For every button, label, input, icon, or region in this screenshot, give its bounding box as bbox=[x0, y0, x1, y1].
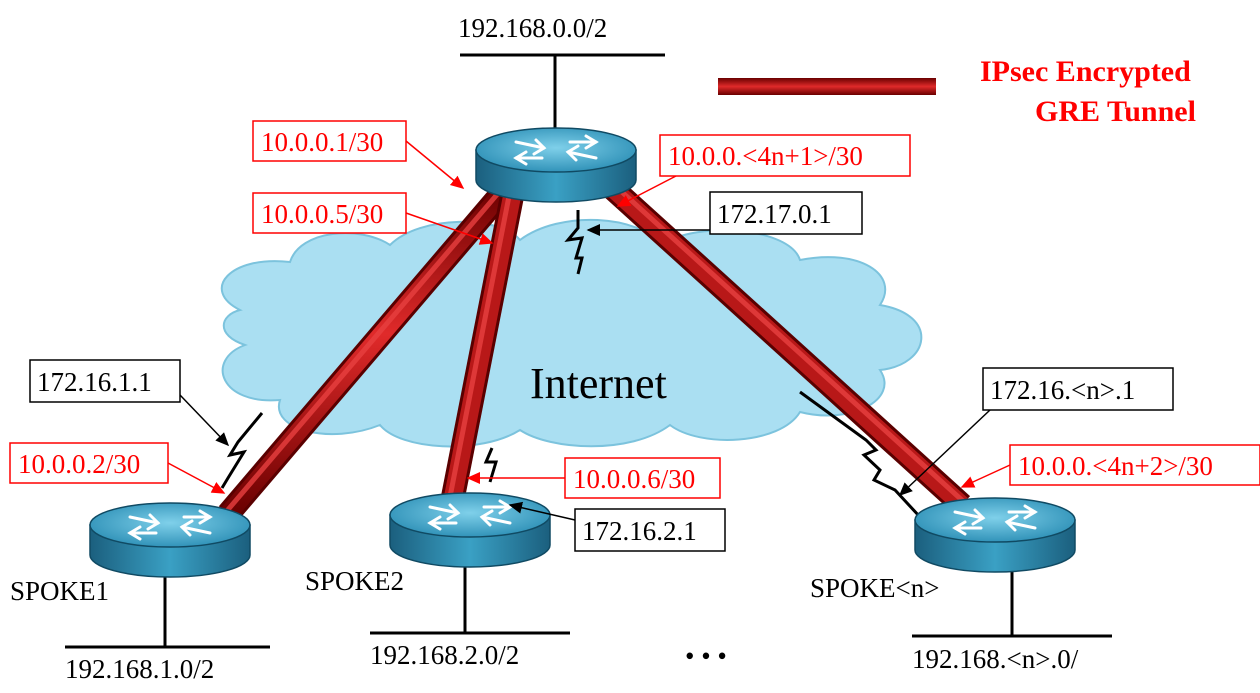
spoke1-lan-label: 192.168.1.0/2 bbox=[65, 654, 214, 684]
internet-label: Internet bbox=[530, 359, 667, 408]
hub-tunnel-ip-2: 10.0.0.5/30 bbox=[261, 199, 383, 229]
spoke2-public-ip: 172.16.2.1 bbox=[582, 516, 697, 546]
spoke1-tunnel-ip: 10.0.0.2/30 bbox=[18, 449, 140, 479]
legend-line2: GRE Tunnel bbox=[1035, 95, 1196, 128]
spoken-lan-label: 192.168.<n>.0/ bbox=[912, 644, 1079, 674]
public-ip-labels: 172.17.0.1 172.16.1.1 172.16.2.1 172.16.… bbox=[29, 191, 1174, 552]
internet-cloud: Internet bbox=[220, 218, 923, 448]
legend-line1: IPsec Encrypted bbox=[980, 55, 1191, 88]
gre-tunnels bbox=[218, 177, 971, 522]
tunnel-ip-labels: 10.0.0.1/30 10.0.0.5/30 10.0.0.<4n+1>/30… bbox=[9, 120, 1260, 499]
spoke2-tunnel-ip: 10.0.0.6/30 bbox=[573, 464, 695, 494]
spoke2-lan-label: 192.168.2.0/2 bbox=[370, 640, 519, 670]
spoken-public-ip: 172.16.<n>.1 bbox=[990, 375, 1135, 405]
hub-tunnel-ip-n: 10.0.0.<4n+1>/30 bbox=[668, 141, 863, 171]
hub-wan-link bbox=[564, 210, 585, 275]
legend-tunnel-swatch bbox=[718, 78, 936, 95]
wan-links bbox=[220, 210, 922, 519]
hub-tunnel-ip-1: 10.0.0.1/30 bbox=[261, 127, 383, 157]
spoke2-name: SPOKE2 bbox=[305, 566, 404, 596]
more-spokes-ellipsis: • • • bbox=[685, 641, 727, 671]
spoken-router bbox=[913, 496, 1077, 574]
spoken-wan-link bbox=[799, 390, 922, 519]
lan-segments bbox=[65, 53, 1112, 649]
spoke2-router bbox=[388, 491, 552, 569]
hub-router bbox=[474, 126, 638, 204]
spoke1-wan-link bbox=[220, 412, 264, 489]
spoke1-name: SPOKE1 bbox=[10, 576, 109, 606]
spoken-tunnel-ip: 10.0.0.<4n+2>/30 bbox=[1018, 451, 1213, 481]
spoke2-wan-link bbox=[483, 447, 499, 483]
spoke1-public-ip: 172.16.1.1 bbox=[37, 367, 152, 397]
spoken-name: SPOKE<n> bbox=[810, 573, 939, 603]
hub-public-ip: 172.17.0.1 bbox=[717, 199, 832, 229]
legend: IPsec Encrypted GRE Tunnel bbox=[718, 55, 1196, 128]
spoke1-router bbox=[88, 501, 252, 579]
hub-lan-label: 192.168.0.0/2 bbox=[458, 13, 607, 43]
